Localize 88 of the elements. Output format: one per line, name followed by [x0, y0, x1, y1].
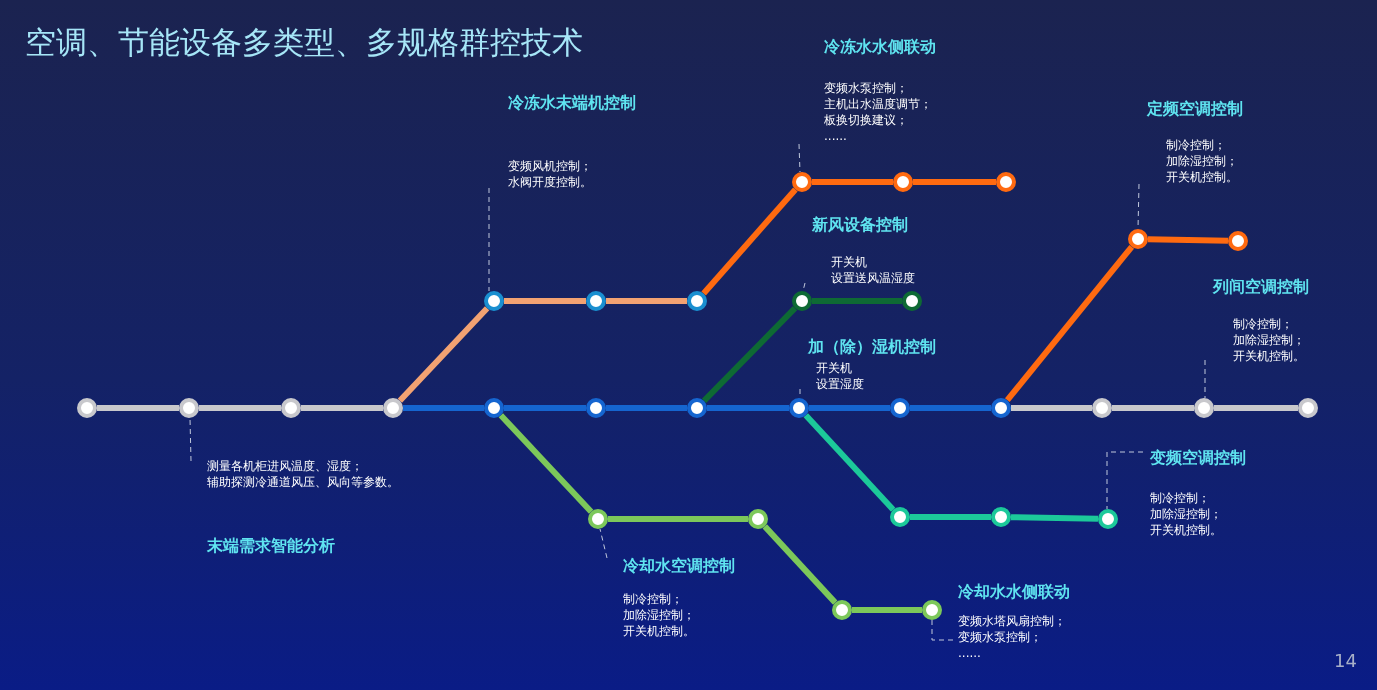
route-line [1010, 514, 1099, 522]
section-heading: 冷却水空调控制 [623, 555, 736, 577]
route-line [852, 607, 922, 613]
route-line [608, 516, 748, 522]
station-circle [1193, 397, 1215, 419]
section-text: 制冷控制；加除湿控制；开关机控制。 [1232, 316, 1306, 364]
station-circle [901, 290, 923, 312]
section-text: 开关机设置湿度 [815, 360, 865, 392]
route-line [301, 405, 383, 411]
station-circle [791, 290, 813, 312]
station-circle [1097, 508, 1119, 530]
section-heading: 冷冻水水侧联动 [824, 36, 937, 58]
leader-line [931, 619, 954, 641]
station-circle [178, 397, 200, 419]
page-number: 14 [1334, 650, 1357, 671]
station-circle [892, 171, 914, 193]
station-circle [1297, 397, 1319, 419]
section-heading: 冷冻水末端机控制 [508, 92, 637, 114]
station-circle [889, 506, 911, 528]
section-text: 制冷控制；加除湿控制；开关机控制。 [623, 591, 696, 639]
station-circle [791, 171, 813, 193]
leader-line [599, 528, 608, 559]
route-line [1147, 236, 1229, 244]
station-circle [483, 290, 505, 312]
route-line [403, 405, 484, 411]
route-line [1214, 405, 1298, 411]
station-circle [889, 397, 911, 419]
section-heading: 变频空调控制 [1150, 447, 1247, 469]
leader-line [1204, 359, 1206, 399]
route-line [504, 298, 586, 304]
station-circle [686, 290, 708, 312]
station-circle [747, 508, 769, 530]
section-heading: 末端需求智能分析 [207, 535, 336, 557]
station-circle [76, 397, 98, 419]
station-circle [1091, 397, 1113, 419]
station-circle [921, 599, 943, 621]
section-heading: 定频空调控制 [1147, 98, 1244, 120]
station-circle [788, 397, 810, 419]
station-circle [585, 397, 607, 419]
route-line [812, 298, 902, 304]
station-circle [483, 397, 505, 419]
route-line [701, 187, 798, 296]
station-circle [831, 599, 853, 621]
section-text: 变频水塔风扇控制；变频水泵控制；...... [958, 613, 1067, 661]
station-circle [995, 171, 1017, 193]
section-heading: 列间空调控制 [1213, 276, 1310, 298]
section-text: 测量各机柜进风温度、湿度；辅助探测冷通道风压、风向等参数。 [207, 458, 400, 490]
station-circle [1227, 230, 1249, 252]
section-text: 变频风机控制；水阀开度控制。 [508, 158, 593, 190]
route-line [606, 298, 687, 304]
station-circle [382, 397, 404, 419]
route-line [1004, 244, 1135, 403]
route-line [809, 405, 890, 411]
station-circle [990, 506, 1012, 528]
route-line [606, 405, 687, 411]
route-line [1011, 405, 1092, 411]
route-line [504, 405, 586, 411]
station-circle [587, 508, 609, 530]
leader-line [189, 417, 192, 462]
section-text: 变频水泵控制；主机出水温度调节；板换切换建议；...... [824, 80, 933, 144]
leader-line [488, 187, 490, 292]
station-circle [990, 397, 1012, 419]
station-circle [686, 397, 708, 419]
section-text: 制冷控制；加除湿控制；开关机控制。 [1165, 137, 1239, 185]
station-circle [1127, 228, 1149, 250]
route-line [762, 524, 838, 605]
route-line [97, 405, 179, 411]
route-line [910, 514, 991, 520]
route-line [1112, 405, 1194, 411]
station-circle [585, 290, 607, 312]
route-line [498, 413, 594, 514]
leader-line [798, 143, 801, 173]
route-line [913, 179, 996, 185]
station-circle [280, 397, 302, 419]
route-line [812, 179, 893, 185]
route-line [910, 405, 991, 411]
leader-line [1106, 451, 1144, 510]
page-title: 空调、节能设备多类型、多规格群控技术 [25, 23, 583, 62]
section-heading: 加（除）湿机控制 [808, 336, 937, 358]
route-line [397, 306, 490, 403]
section-text: 开关机设置送风温湿度 [830, 254, 916, 286]
route-line [701, 306, 798, 403]
route-line [707, 405, 789, 411]
route-line [199, 405, 281, 411]
section-text: 制冷控制；加除湿控制；开关机控制。 [1150, 490, 1223, 538]
section-heading: 新风设备控制 [812, 214, 909, 236]
route-line [803, 413, 896, 512]
section-heading: 冷却水水侧联动 [958, 581, 1071, 603]
